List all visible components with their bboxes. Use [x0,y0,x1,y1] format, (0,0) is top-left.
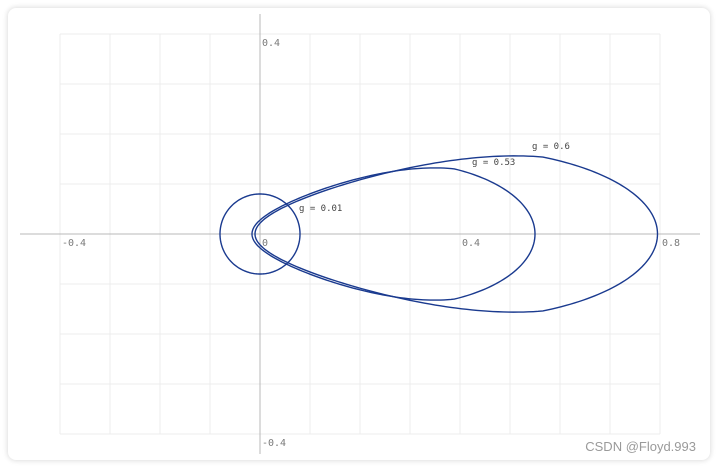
watermark: CSDN @Floyd.993 [585,439,696,454]
y-tick-label: -0.4 [262,438,286,449]
series-curve [219,193,301,275]
x-tick-label: 0 [262,238,268,249]
x-tick-label: -0.4 [62,238,86,249]
series-label: g = 0.01 [299,204,342,214]
series-label: g = 0.6 [532,142,570,152]
series-layer [219,155,659,313]
chart-frame: -0.4 0 0.4 0.8 0.4 -0.4 g = 0.01 g = 0.5… [8,8,710,460]
series-curve [251,167,536,301]
series-label: g = 0.53 [472,158,515,168]
x-tick-label: 0.4 [462,238,480,249]
y-tick-label: 0.4 [262,38,280,49]
series-curve [254,155,659,313]
axes-layer [20,14,700,454]
x-tick-label: 0.8 [662,238,680,249]
ticks-layer: -0.4 0 0.4 0.8 0.4 -0.4 [62,38,680,449]
labels-layer: g = 0.01 g = 0.53 g = 0.6 [299,142,570,214]
chart-canvas: -0.4 0 0.4 0.8 0.4 -0.4 g = 0.01 g = 0.5… [20,14,700,454]
